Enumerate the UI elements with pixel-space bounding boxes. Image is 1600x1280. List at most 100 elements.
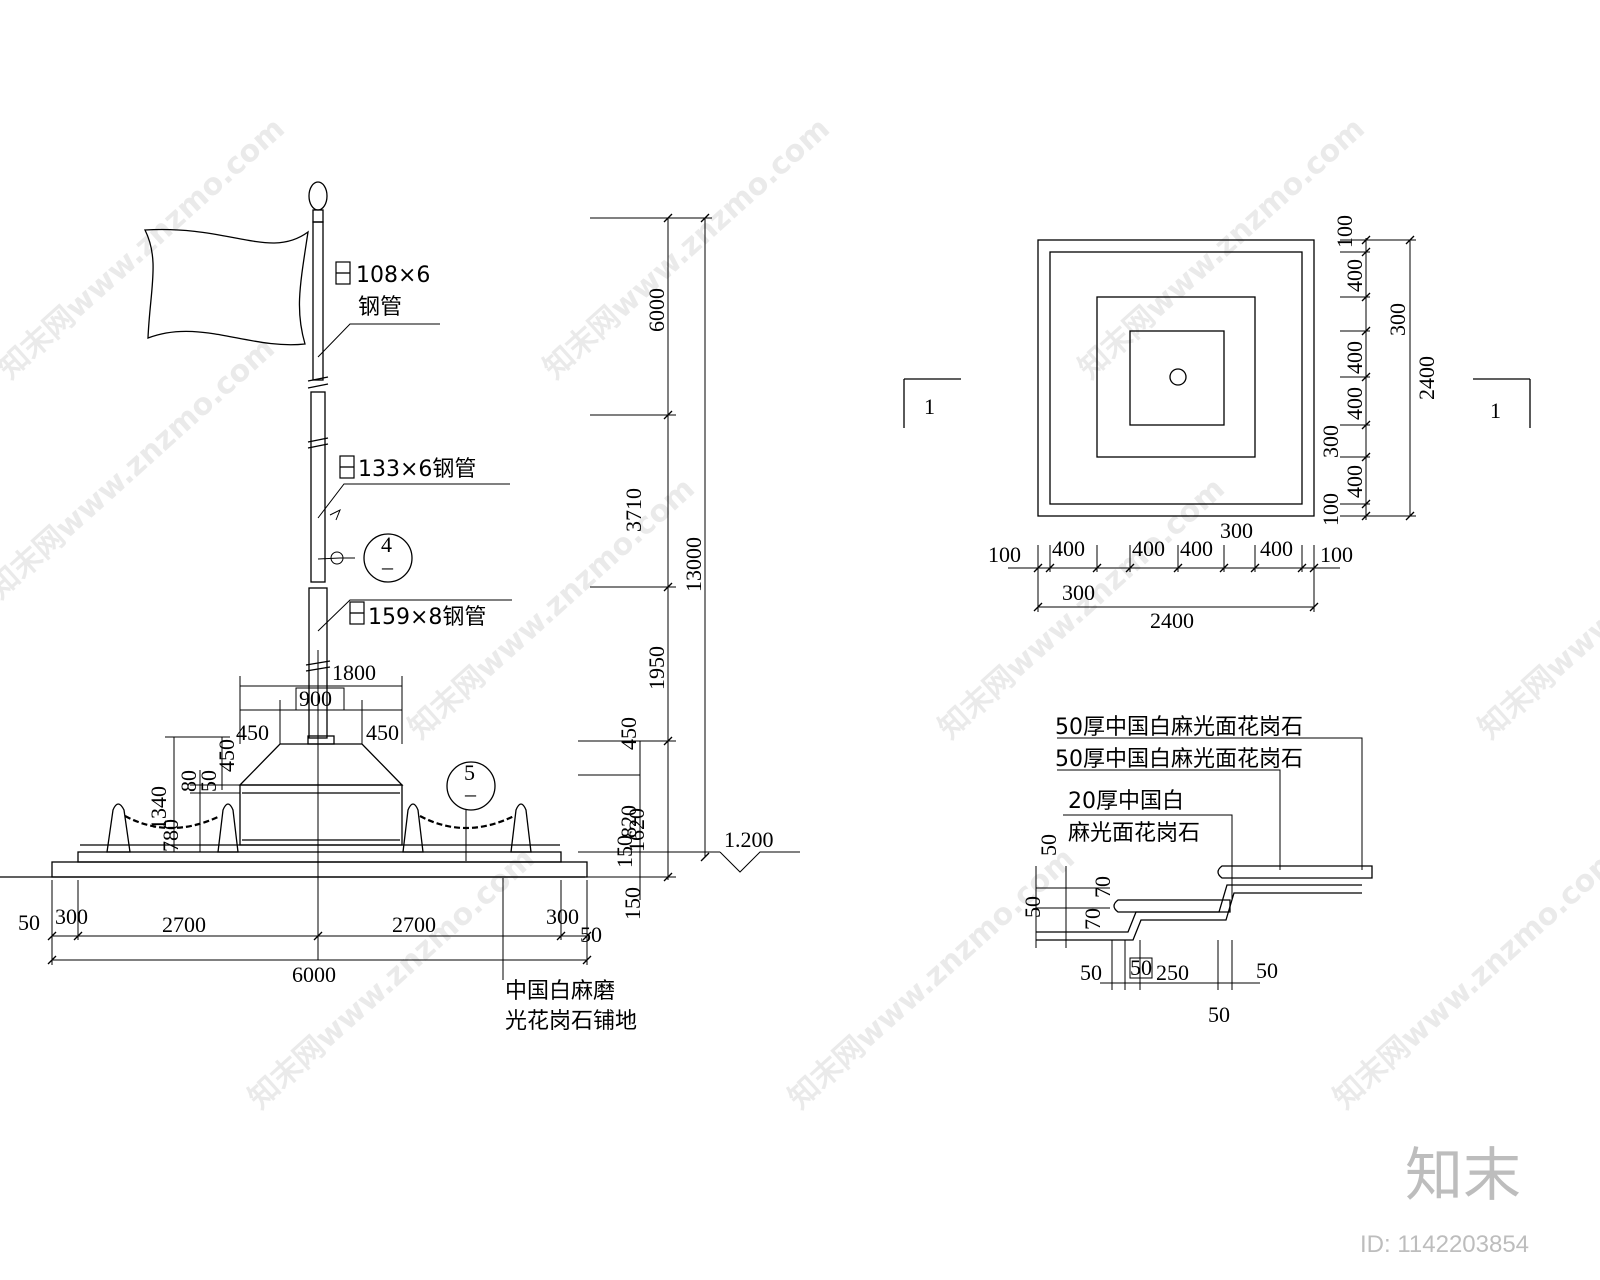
bollard [402,803,424,853]
plan-dim-400: 400 [1342,341,1367,374]
dim-300-left: 300 [55,904,88,929]
section-note-2: 50厚中国白麻光面花岗石 [1055,747,1303,772]
dim-450-left: 450 [236,720,269,745]
dim-1950: 1950 [644,646,669,690]
dim-13000: 13000 [681,537,706,592]
base-step-upper [77,851,562,863]
detail-mark-sub: – [381,554,394,579]
plan-dim-400: 400 [1342,465,1367,498]
dim-450-v: 450 [616,717,641,750]
dim-2700-right: 2700 [392,912,436,937]
section-dim-70: 70 [1080,908,1105,930]
plan-dim-300: 300 [1062,580,1095,605]
pedestal-top [238,743,404,786]
plan-dim-300-top: 300 [1220,518,1253,543]
dim-1800: 1800 [332,660,376,685]
pole-finial [308,181,328,211]
chain [419,815,515,830]
watermark-text: 知末网www.znzmo.com [0,331,282,606]
plan-dim-2400: 2400 [1150,608,1194,633]
brand-logo: 知末 [1405,1141,1521,1209]
stone-tread-upper [1217,865,1373,879]
pipe-label-133: 133×6钢管 [358,457,476,482]
section-note-1: 50厚中国白麻光面花岗石 [1055,715,1303,740]
plan-dim-400: 400 [1052,536,1085,561]
section-note-3: 20厚中国白 [1068,789,1184,814]
bollard [510,803,532,853]
detail-mark-number: 5 [464,760,475,785]
watermark-text: 知末网www.znzmo.com [537,111,837,386]
pipe-label-159: 159×8钢管 [368,605,486,630]
plan-square-2 [1049,251,1303,505]
detail-mark-4 [363,533,413,583]
plan-outer-square [1037,239,1315,517]
plan-dim-400: 400 [1180,536,1213,561]
dim-820: 820 [616,805,641,838]
dim-150-b: 150 [620,887,645,920]
plan-dim-2400-v: 2400 [1414,356,1439,400]
plan-dim-400: 400 [1342,387,1367,420]
material-note-line2: 光花岗石铺地 [505,1009,637,1034]
watermark-text: 知末网www.znzmo.com [782,841,1082,1116]
dim-450-right: 450 [366,720,399,745]
plan-dim-300-right: 300 [1385,303,1410,336]
section-mark-right: 1 [1490,398,1501,423]
plan-dim-400: 400 [1132,536,1165,561]
dim-1340: 1340 [146,786,171,830]
dim-900: 900 [299,686,332,711]
dim-80: 80 [176,770,201,792]
detail-mark-number: 4 [381,532,392,557]
section-mark-left: 1 [924,394,935,419]
image-id: ID: 1142203854 [1360,1231,1529,1258]
dim-150-a: 150 [612,835,637,868]
dim-50: 50 [196,770,221,792]
plan-dim-100-top: 100 [1332,215,1357,248]
plan-pole-circle [1169,368,1187,386]
stone-tread-lower [1113,899,1231,913]
section-profile-outer [1036,892,1362,941]
section-dim-50-box: 50 [1130,955,1152,980]
bollard [217,803,239,853]
level-symbol [719,851,800,873]
plan-dim-400: 400 [1342,259,1367,292]
plan-dim-100-bottom: 100 [1318,493,1343,526]
plan-square-3 [1096,296,1256,458]
dim-780: 780 [158,819,183,852]
plan-dim-100-left: 100 [988,542,1021,567]
watermark-text: 知末网www.znzmo.com [242,841,542,1116]
section-dim-70: 70 [1090,876,1115,898]
material-note-line1: 中国白麻磨 [505,979,615,1004]
plan-dim-300-left: 300 [1318,425,1343,458]
dim-6000: 6000 [644,288,669,332]
step-section-detail [1035,737,1373,990]
level-value: 1.200 [724,827,774,852]
section-dim-250: 250 [1156,960,1189,985]
bollard [106,803,131,853]
pole-segment-mid [310,391,326,583]
section-dim-50: 50 [1208,1002,1230,1027]
plan-square-4 [1129,330,1225,426]
dim-2700-left: 2700 [162,912,206,937]
detail-mark-sub: – [464,781,477,806]
plan-view [903,235,1531,612]
dim-3710: 3710 [621,488,646,532]
detail-mark-5 [446,761,496,811]
pipe-label-steel: 钢管 [358,295,402,320]
pipe-label-108: 108×6 [356,263,430,288]
flag [143,228,309,346]
dim-50-right: 50 [580,922,602,947]
section-dim-50: 50 [1256,958,1278,983]
dim-300-right: 300 [546,904,579,929]
dim-450-left-v: 450 [214,739,239,772]
flagpole-elevation [0,181,800,980]
section-dim-50: 50 [1020,896,1045,918]
section-dim-50: 50 [1080,960,1102,985]
section-note-4: 麻光面花岗石 [1068,821,1200,846]
dim-1620: 1620 [624,808,649,852]
plan-dim-400: 400 [1260,536,1293,561]
section-dim-50: 50 [1036,834,1061,856]
watermark-text: 知末网www.znzmo.com [1072,111,1372,386]
watermark-text: 知末网www.znzmo.com [1472,471,1600,746]
dim-50-left: 50 [18,910,40,935]
